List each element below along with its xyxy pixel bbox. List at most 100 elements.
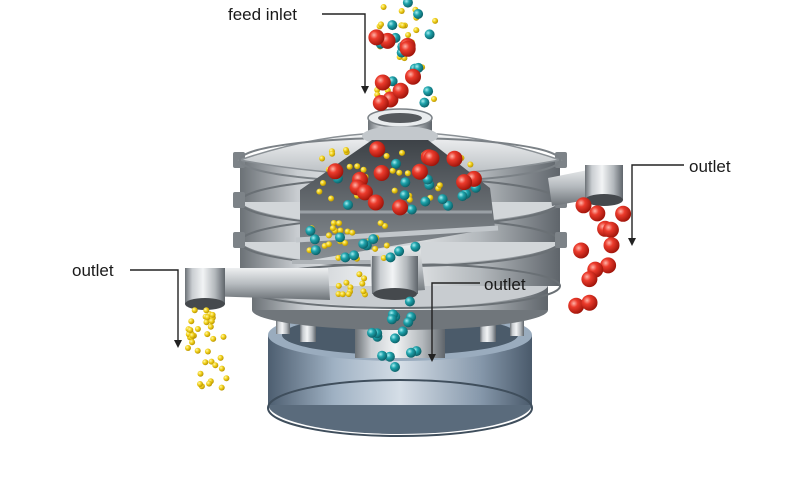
fine-particle-yellow	[335, 254, 342, 261]
medium-particle-teal	[349, 250, 359, 261]
medium-particle-teal	[413, 9, 424, 19]
medium-particle-teal	[390, 362, 400, 372]
medium-particle-teal	[343, 199, 353, 210]
fine-particle-yellow	[204, 314, 211, 321]
fine-particle-yellow	[391, 187, 398, 194]
coarse-particle-red	[581, 294, 598, 311]
medium-particle-teal	[402, 0, 413, 8]
outlet-bottom-label: outlet	[484, 275, 526, 294]
fine-particle-yellow	[356, 271, 363, 278]
fine-particle-yellow	[218, 384, 225, 391]
fine-particle-yellow	[432, 17, 439, 24]
coarse-particle-red	[575, 197, 592, 214]
fine-particle-yellow	[335, 282, 342, 289]
fine-particle-yellow	[467, 161, 474, 168]
fine-particle-yellow	[189, 332, 196, 339]
fine-particle-yellow	[329, 225, 336, 232]
medium-particle-teal	[403, 317, 414, 328]
medium-particle-teal	[368, 234, 379, 245]
outlet-right-label: outlet	[689, 157, 731, 176]
medium-particle-teal	[457, 191, 468, 202]
fine-particle-yellow	[349, 229, 356, 236]
outlet-spout-left	[185, 268, 330, 310]
medium-particle-teal	[390, 333, 400, 344]
medium-particle-teal	[420, 196, 431, 207]
coarse-particle-red	[600, 257, 617, 274]
fine-particle-yellow	[217, 354, 224, 361]
fine-particle-yellow	[360, 288, 367, 295]
coarse-particle-red	[369, 141, 386, 158]
fine-particle-yellow	[380, 255, 387, 261]
coarse-particle-red	[456, 174, 473, 191]
coarse-particle-red	[581, 271, 598, 288]
fine-particle-yellow	[329, 150, 336, 157]
coarse-particle-red	[374, 74, 391, 91]
coarse-particle-red	[399, 40, 416, 57]
fine-particle-yellow	[204, 331, 211, 338]
fine-particle-yellow	[189, 339, 196, 346]
coarse-particle-red	[372, 95, 389, 111]
fine-particle-yellow	[346, 163, 353, 170]
particles	[185, 0, 632, 391]
fine-particle-yellow	[405, 32, 412, 38]
fine-particle-yellow	[206, 380, 213, 387]
fine-particle-yellow	[404, 170, 411, 177]
fine-particle-yellow	[320, 180, 326, 186]
coarse-particle-red	[405, 68, 421, 85]
fine-particle-yellow	[335, 291, 342, 297]
medium-particle-teal	[305, 225, 316, 236]
fine-particle-yellow	[396, 169, 403, 176]
medium-particle-teal	[385, 252, 396, 263]
fine-particle-yellow	[208, 358, 215, 365]
coarse-particle-red	[368, 29, 385, 46]
fine-particle-yellow	[210, 335, 217, 342]
medium-particle-teal	[443, 200, 454, 211]
medium-particle-teal	[437, 194, 448, 205]
medium-particle-teal	[310, 245, 321, 256]
coarse-particle-red	[356, 184, 373, 201]
medium-particle-teal	[410, 241, 421, 252]
medium-particle-teal	[391, 158, 401, 169]
medium-particle-teal	[386, 314, 397, 325]
fine-particle-yellow	[342, 240, 349, 246]
fine-particle-yellow	[399, 149, 405, 156]
medium-particle-teal	[309, 234, 320, 245]
fine-particle-yellow	[197, 381, 203, 387]
fine-particle-yellow	[223, 375, 230, 382]
fine-particle-yellow	[377, 220, 384, 227]
fine-particle-yellow	[344, 228, 351, 235]
outlet-bottom-arrowhead	[428, 354, 436, 362]
fine-particle-yellow	[325, 241, 332, 248]
medium-particle-teal	[384, 351, 395, 362]
medium-particle-teal	[400, 177, 411, 188]
fine-particle-yellow	[187, 327, 194, 333]
coarse-particle-red	[589, 205, 606, 222]
outlet-bottom-leader	[431, 282, 480, 356]
feed-inlet-leader	[322, 13, 366, 88]
coarse-particle-red	[411, 163, 428, 180]
medium-particle-teal	[367, 327, 377, 338]
arrowheads	[174, 86, 636, 362]
fine-particle-yellow	[383, 153, 390, 159]
fine-particle-yellow	[343, 279, 350, 286]
coarse-particle-red	[367, 194, 384, 211]
coarse-particle-red	[615, 205, 632, 222]
fine-particle-yellow	[212, 362, 219, 369]
fine-particle-yellow	[330, 220, 337, 226]
fine-particle-yellow	[203, 307, 210, 314]
medium-particle-teal	[387, 20, 398, 31]
coarse-particle-red	[603, 237, 620, 254]
fine-particle-yellow	[343, 147, 349, 153]
medium-particle-teal	[406, 204, 417, 215]
fine-particle-yellow	[328, 195, 335, 202]
coarse-particle-red	[392, 199, 408, 216]
medium-particle-teal	[423, 86, 434, 97]
medium-particle-teal	[419, 97, 430, 108]
leader-lines	[130, 13, 684, 356]
outlet-left-arrowhead	[174, 340, 182, 348]
fine-particle-yellow	[220, 333, 227, 340]
outlet-spout-bottom	[370, 244, 425, 300]
fine-particle-yellow	[431, 96, 437, 102]
fine-particle-yellow	[339, 291, 346, 298]
